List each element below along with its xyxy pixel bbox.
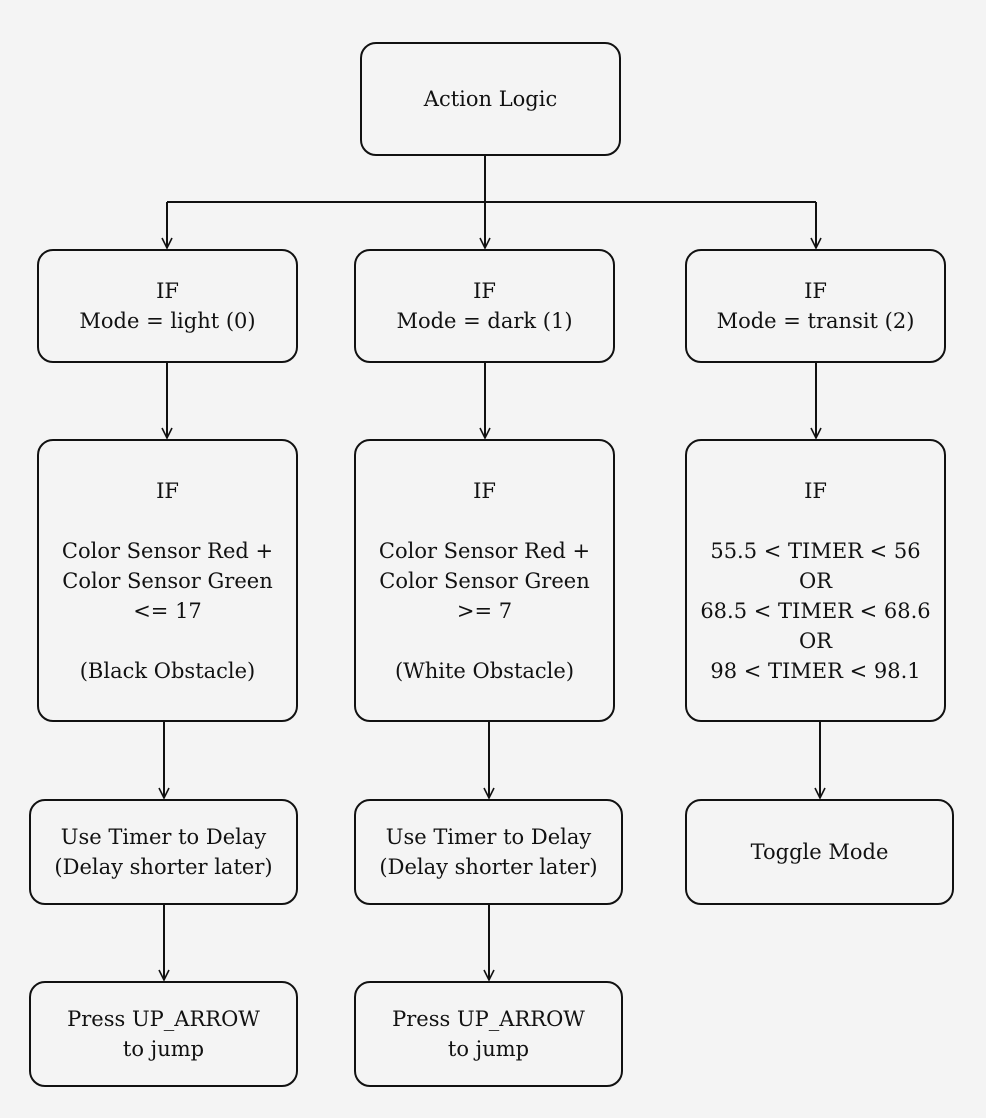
dark-mode-condition-label: Mode = dark (1)	[396, 309, 573, 333]
dark-mode-condition-node: IF Mode = dark (1)	[354, 249, 615, 363]
transit-mode-condition-label: Mode = transit (2)	[716, 309, 915, 333]
dark-mode-sensor-check-node: IF Color Sensor Red + Color Sensor Green…	[354, 439, 615, 722]
action-logic-node: Action Logic	[360, 42, 621, 156]
dark-check-line-1: Color Sensor Red +	[378, 538, 591, 563]
light-check-note: (Black Obstacle)	[79, 658, 256, 683]
transit-check-range-2: 68.5 < TIMER < 68.6	[700, 598, 931, 623]
light-delay-line-1: Use Timer to Delay	[60, 825, 267, 849]
transit-check-if-label: IF	[804, 478, 827, 503]
light-mode-sensor-check-node: IF Color Sensor Red + Color Sensor Green…	[37, 439, 298, 722]
transit-mode-timer-check-node: IF 55.5 < TIMER < 56 OR 68.5 < TIMER < 6…	[685, 439, 946, 722]
dark-check-if-label: IF	[473, 478, 496, 503]
dark-delay-line-1: Use Timer to Delay	[385, 825, 592, 849]
light-check-if-label: IF	[156, 478, 179, 503]
light-mode-condition-label: Mode = light (0)	[79, 309, 256, 333]
light-mode-jump-node: Press UP_ARROW to jump	[29, 981, 298, 1087]
dark-mode-jump-node: Press UP_ARROW to jump	[354, 981, 623, 1087]
light-jump-line-1: Press UP_ARROW	[67, 1007, 260, 1031]
light-jump-line-2: to jump	[122, 1037, 205, 1061]
light-mode-if-label: IF	[156, 279, 179, 303]
action-logic-label: Action Logic	[423, 87, 558, 111]
toggle-mode-label: Toggle Mode	[750, 840, 889, 864]
light-delay-line-2: (Delay shorter later)	[54, 855, 273, 879]
dark-mode-if-label: IF	[473, 279, 496, 303]
light-check-threshold: <= 17	[133, 598, 202, 623]
dark-delay-line-2: (Delay shorter later)	[379, 855, 598, 879]
dark-check-note: (White Obstacle)	[394, 658, 575, 683]
transit-check-range-3: 98 < TIMER < 98.1	[710, 658, 921, 683]
transit-check-range-1: 55.5 < TIMER < 56	[710, 538, 921, 563]
light-mode-condition-node: IF Mode = light (0)	[37, 249, 298, 363]
dark-check-line-2: Color Sensor Green	[379, 568, 590, 593]
light-mode-delay-node: Use Timer to Delay (Delay shorter later)	[29, 799, 298, 905]
toggle-mode-node: Toggle Mode	[685, 799, 954, 905]
transit-check-or-1: OR	[798, 568, 833, 593]
transit-mode-condition-node: IF Mode = transit (2)	[685, 249, 946, 363]
light-check-line-2: Color Sensor Green	[62, 568, 273, 593]
dark-mode-delay-node: Use Timer to Delay (Delay shorter later)	[354, 799, 623, 905]
transit-mode-if-label: IF	[804, 279, 827, 303]
dark-jump-line-1: Press UP_ARROW	[392, 1007, 585, 1031]
dark-jump-line-2: to jump	[447, 1037, 530, 1061]
dark-check-threshold: >= 7	[456, 598, 513, 623]
light-check-line-1: Color Sensor Red +	[61, 538, 274, 563]
transit-check-or-2: OR	[798, 628, 833, 653]
